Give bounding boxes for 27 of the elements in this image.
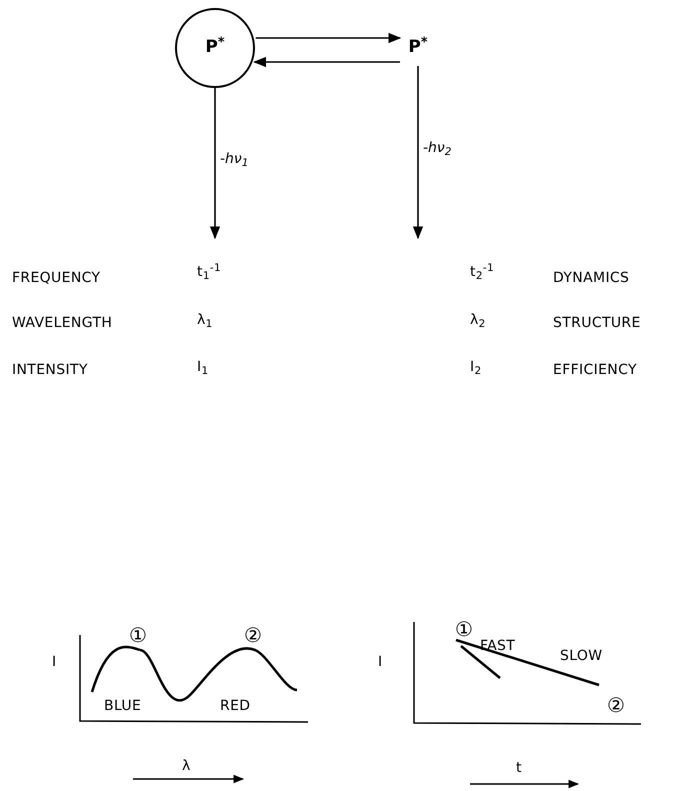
axis-label: I	[378, 653, 382, 672]
symbol-label: λ$_{2}$	[470, 311, 486, 331]
property-label: EFFICIENCY	[553, 361, 637, 380]
arrow	[210, 88, 220, 240]
property-label: WAVELENGTH	[12, 314, 112, 333]
axis-label: λ	[182, 757, 191, 776]
property-label: STRUCTURE	[553, 314, 641, 333]
arrow	[253, 56, 400, 68]
symbol-label: λ$_{1}$	[197, 311, 213, 331]
axis-label: t	[516, 759, 522, 778]
state-label: P$^{*}$	[400, 30, 436, 66]
symbol-label: I$_{1}$	[197, 358, 209, 378]
peak-number: ②	[244, 622, 262, 649]
curve-label: FAST	[480, 637, 516, 656]
property-label: FREQUENCY	[12, 269, 100, 288]
axis-label: I	[52, 653, 56, 672]
peak-number: ①	[129, 622, 148, 649]
arrow	[412, 66, 424, 240]
property-label: INTENSITY	[12, 361, 88, 380]
property-label: DYNAMICS	[553, 269, 630, 288]
region-label: RED	[220, 697, 250, 716]
component-number: ①	[455, 616, 474, 643]
arrow	[256, 32, 402, 44]
curve-label: SLOW	[560, 647, 602, 666]
symbol-label: I$_{2}$	[470, 358, 482, 378]
component-number: ②	[607, 692, 626, 719]
region-label: BLUE	[104, 697, 142, 716]
